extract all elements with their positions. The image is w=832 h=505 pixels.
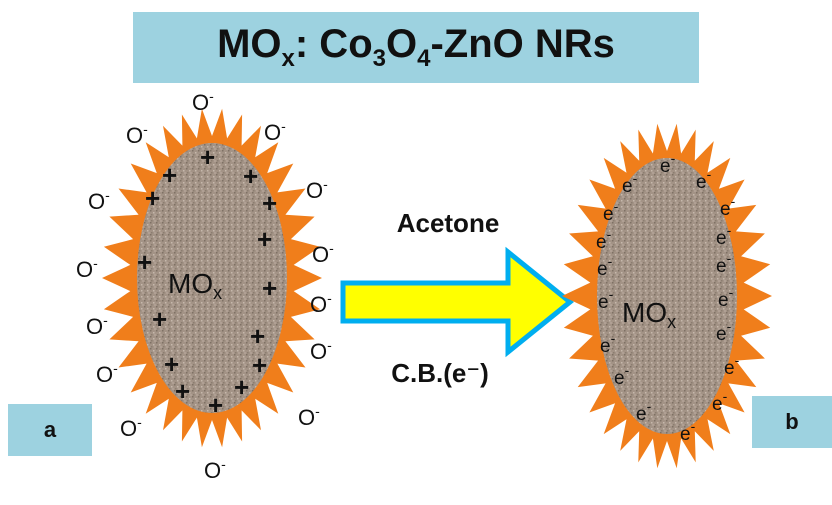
- oxygen-ion: O-: [76, 255, 98, 282]
- electron-symbol: e-: [716, 222, 732, 249]
- hole-symbol: +: [164, 349, 179, 379]
- electron-symbol: e-: [603, 198, 619, 225]
- hole-symbol: +: [137, 247, 152, 277]
- right-core-label: MOx: [622, 297, 676, 332]
- oxygen-ion: O-: [96, 360, 118, 387]
- electron-symbol: e-: [614, 362, 630, 389]
- left-core-label: MOx: [168, 268, 222, 303]
- oxygen-ion: O-: [88, 187, 110, 214]
- electron-symbol: e-: [598, 286, 614, 313]
- hole-symbol: +: [162, 160, 177, 190]
- oxygen-ion: O-: [306, 176, 328, 203]
- hole-symbol: +: [200, 142, 215, 172]
- electron-symbol: e-: [696, 166, 712, 193]
- electron-symbol: e-: [680, 418, 696, 445]
- oxygen-ion: O-: [298, 403, 320, 430]
- hole-symbol: +: [257, 224, 272, 254]
- electron-symbol: e-: [597, 253, 613, 280]
- reaction-arrow: Acetone C.B.(e⁻): [340, 208, 574, 388]
- hole-symbol: +: [250, 321, 265, 351]
- right-core: [597, 158, 737, 434]
- hole-symbol: +: [234, 372, 249, 402]
- label-a: a: [8, 404, 92, 456]
- hole-symbol: +: [252, 350, 267, 380]
- electron-symbol: e-: [622, 170, 638, 197]
- oxygen-ion: O-: [264, 118, 286, 145]
- hole-symbol: +: [262, 188, 277, 218]
- hole-symbol: +: [145, 183, 160, 213]
- title-text: MOx: Co3O4-ZnO NRs: [217, 22, 615, 72]
- electron-symbol: e-: [712, 388, 728, 415]
- electron-symbol: e-: [596, 226, 612, 253]
- oxygen-ion: O-: [192, 88, 214, 115]
- hole-symbol: +: [262, 273, 277, 303]
- hole-symbol: +: [152, 304, 167, 334]
- oxygen-ion: O-: [120, 414, 142, 441]
- left-core: [137, 143, 287, 413]
- arrow-shape: [340, 246, 574, 358]
- arrow-bottom-label: C.B.(e⁻): [391, 358, 489, 388]
- oxygen-ion: O-: [310, 337, 332, 364]
- oxygen-ion: O-: [86, 312, 108, 339]
- electron-symbol: e-: [724, 352, 740, 379]
- hole-symbol: +: [175, 376, 190, 406]
- electron-symbol: e-: [636, 398, 652, 425]
- electron-symbol: e-: [716, 250, 732, 277]
- right-nanorod: e-e-e-e-e-e-e-e-e-e-e-e-e-e-e-e-e-e- MOx: [562, 123, 772, 469]
- electron-symbol: e-: [718, 284, 734, 311]
- arrow-top-label: Acetone: [397, 208, 500, 238]
- oxygen-ion: O-: [312, 240, 334, 267]
- electron-symbol: e-: [716, 318, 732, 345]
- title-banner: MOx: Co3O4-ZnO NRs: [133, 12, 699, 83]
- label-b: b: [752, 396, 832, 448]
- electron-symbol: e-: [720, 193, 736, 220]
- electron-symbol: e-: [600, 330, 616, 357]
- oxygen-ion: O-: [126, 121, 148, 148]
- electron-symbol: e-: [660, 150, 676, 177]
- oxygen-ion: O-: [310, 290, 332, 317]
- hole-symbol: +: [243, 161, 258, 191]
- hole-symbol: +: [208, 390, 223, 420]
- oxygen-ion: O-: [204, 456, 226, 483]
- left-nanorod: +++++++++++++++ O-O-O-O-O-O-O-O-O-O-O-O-…: [76, 88, 334, 483]
